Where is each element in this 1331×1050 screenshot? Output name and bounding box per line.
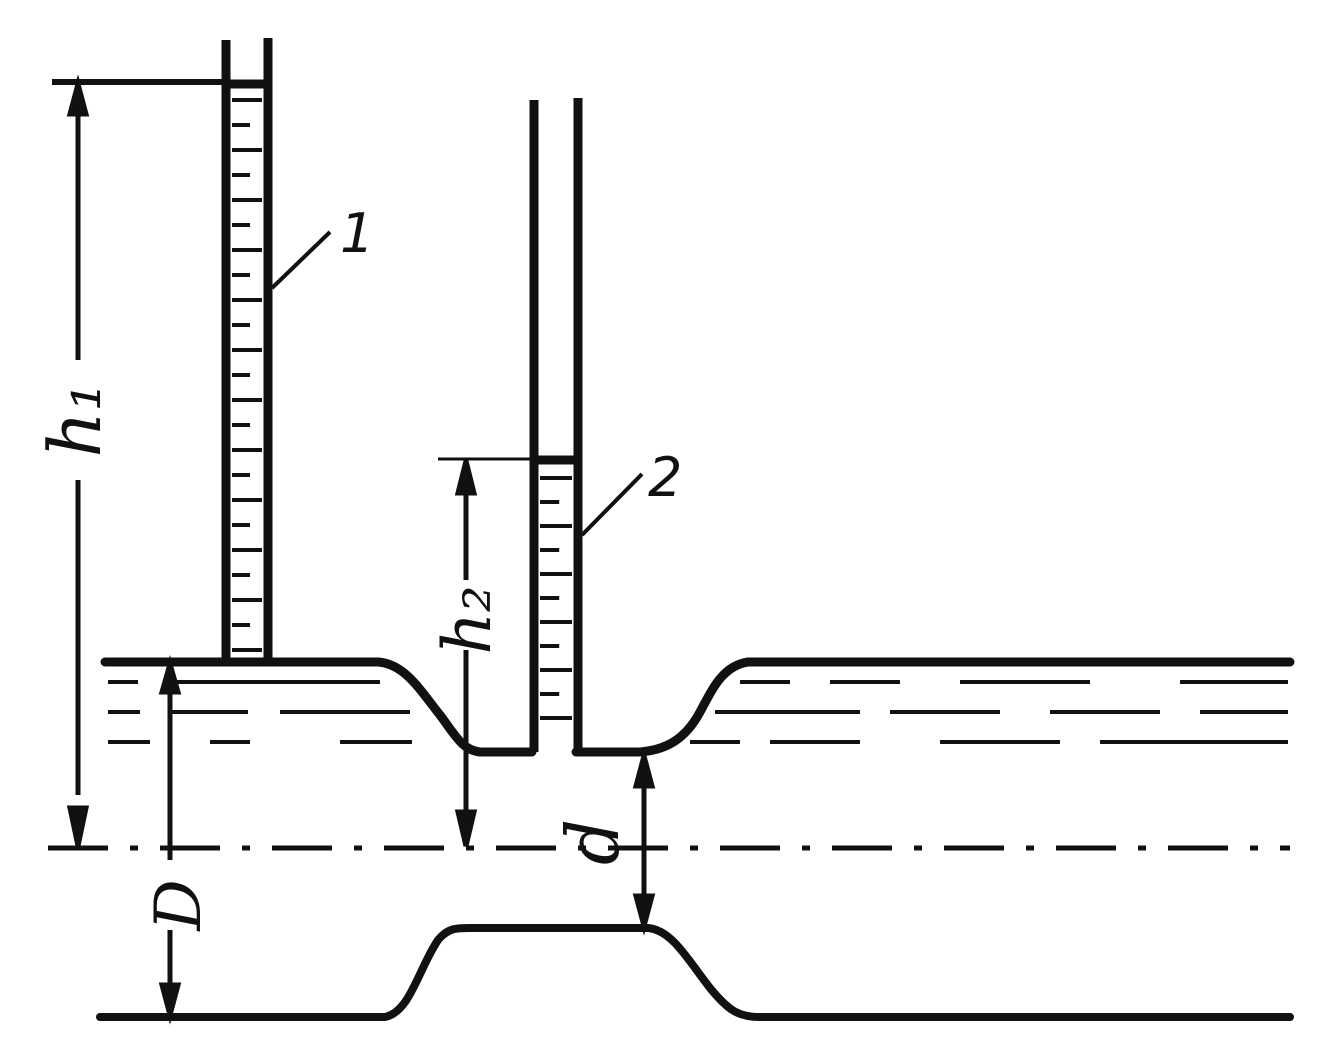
tube-2-label: 2 [648, 446, 682, 509]
h2-dimension [454, 460, 478, 847]
tube-2-leader [580, 472, 644, 537]
pipe-upper-wall [100, 657, 1295, 757]
d-label: d [551, 819, 635, 865]
piezometer-tube-2 [529, 98, 583, 752]
tube-1-leader [270, 230, 332, 290]
h1-label: h₁ [33, 382, 117, 457]
pipe-lower-wall [96, 924, 1294, 1021]
d-dimension [632, 746, 656, 936]
tube-1-label: 1 [340, 202, 374, 265]
h1-dimension [66, 74, 90, 847]
h2-label: h₂ [429, 586, 506, 655]
piezometer-tube-1 [221, 38, 273, 662]
water-hatching [108, 680, 1288, 744]
D-dimension [158, 654, 182, 1025]
D-label: D [142, 879, 216, 931]
